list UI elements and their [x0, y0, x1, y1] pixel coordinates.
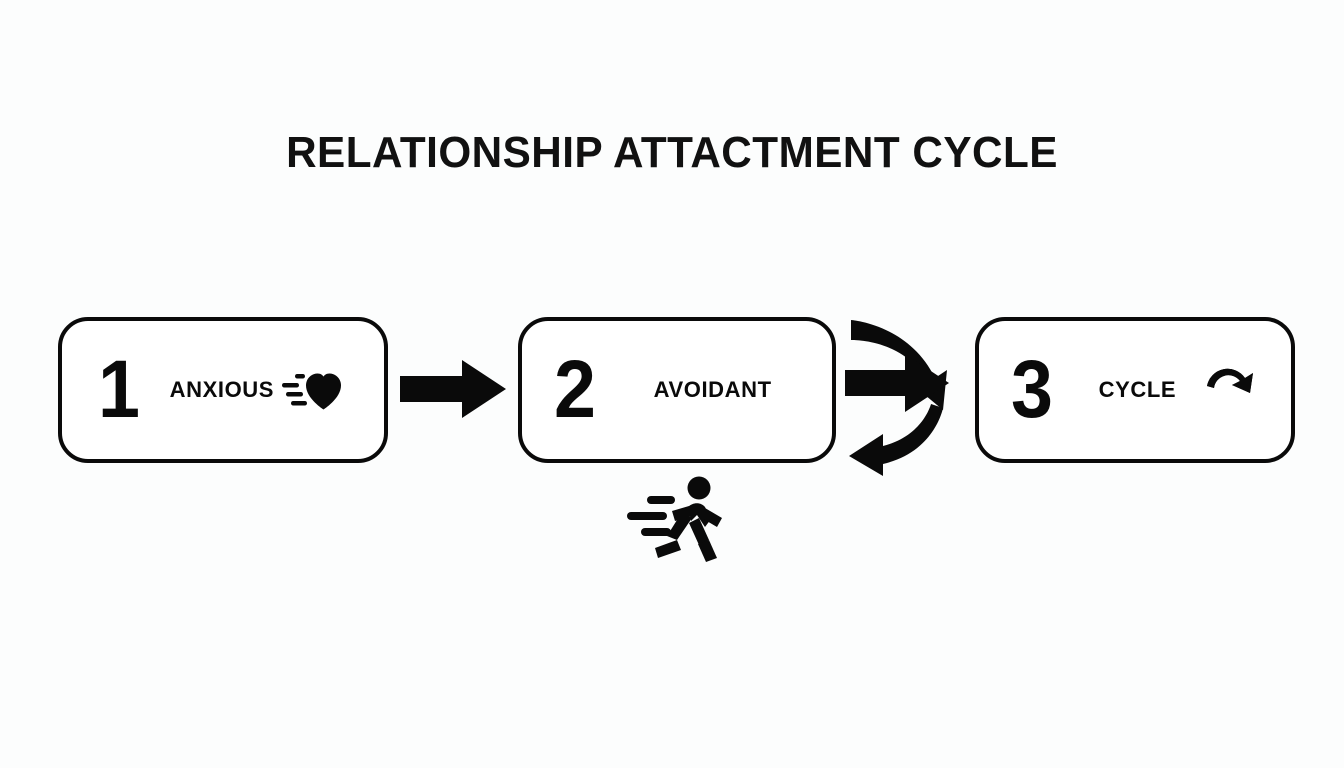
step-label-avoidant: AVOIDANT	[653, 377, 772, 402]
straight-arrow-icon	[845, 354, 949, 412]
flow-row: 1 ANXIOUS 2 AVOIDA	[0, 300, 1344, 480]
arrow-step1-to-step2-icon	[400, 360, 506, 418]
step-box-cycle[interactable]: 3 CYCLE	[975, 317, 1295, 463]
heart-with-motion-lines-icon	[282, 367, 342, 413]
step-box-anxious[interactable]: 1 ANXIOUS	[58, 317, 388, 463]
step-number-1: 1	[98, 344, 140, 435]
refresh-cycle-icon	[1200, 362, 1256, 418]
step-label-cycle: CYCLE	[1098, 377, 1177, 402]
running-person-icon	[625, 474, 725, 562]
step-number-3: 3	[1011, 344, 1053, 435]
curved-arc-top-icon	[851, 320, 947, 410]
step-label-anxious: ANXIOUS	[169, 377, 275, 402]
step-box-avoidant[interactable]: 2 AVOIDANT	[518, 317, 836, 463]
curved-arrow-return-icon	[849, 404, 943, 476]
step-number-2: 2	[554, 344, 596, 435]
arrow-step2-to-step3-group	[843, 304, 971, 494]
page-title: RELATIONSHIP ATTACTMENT CYCLE	[286, 128, 1058, 177]
